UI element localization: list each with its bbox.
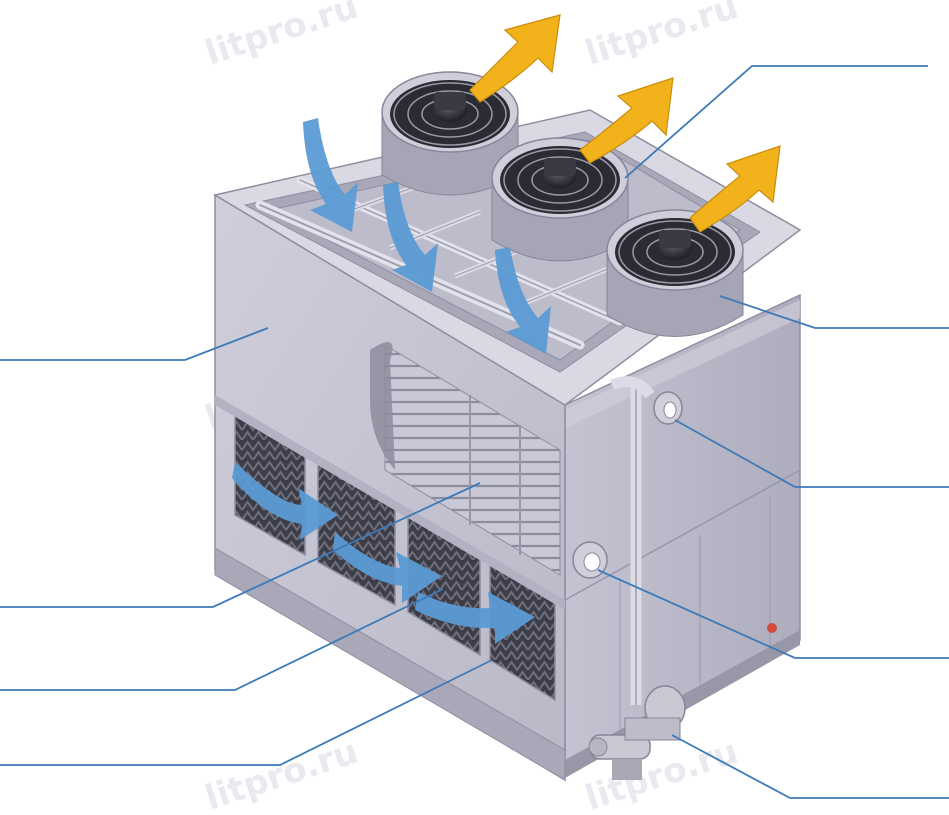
leader-line-upper-flange	[674, 419, 949, 488]
air-in-arrow	[303, 118, 358, 232]
air-in-arrow	[415, 592, 535, 644]
air-in-arrows	[232, 118, 551, 644]
leader-line-fan-shroud	[719, 295, 949, 329]
air-in-arrow	[232, 462, 338, 540]
leader-line-fan-units	[624, 65, 928, 179]
air-out-arrow	[689, 145, 781, 233]
leader-line-basin	[0, 659, 493, 766]
drain-valve-icon	[767, 623, 777, 633]
fan-unit-3	[606, 209, 744, 337]
watermark-text: litpro.ru	[200, 732, 363, 815]
leader-line-fill	[0, 588, 444, 691]
air-in-arrow	[333, 532, 442, 603]
air-in-arrow	[383, 182, 438, 292]
air-out-arrows	[469, 14, 781, 233]
air-out-arrow	[579, 77, 674, 164]
air-in-arrow	[495, 247, 551, 354]
leader-lines	[0, 65, 949, 799]
leader-line-lower-flange	[597, 569, 949, 659]
leader-line-pump	[671, 734, 949, 799]
watermark-text: litpro.ru	[580, 0, 743, 74]
leader-line-casing-panel	[0, 327, 269, 361]
leader-line-coil	[0, 482, 481, 608]
heat-exchanger-coil	[370, 342, 561, 576]
pump-icon	[588, 685, 686, 780]
air-out-arrow	[469, 14, 561, 103]
watermark-text: litpro.ru	[200, 0, 363, 74]
piping	[572, 376, 777, 780]
